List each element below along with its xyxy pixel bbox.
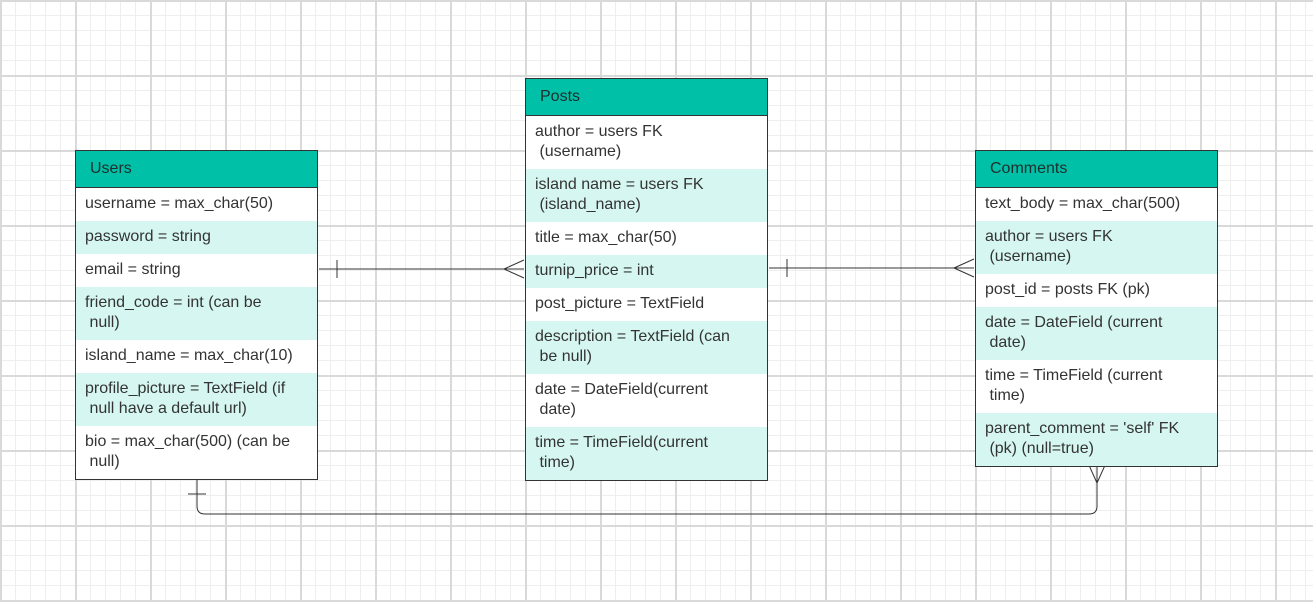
- users-entity-title: Users: [76, 151, 317, 188]
- posts-entity-title: Posts: [526, 79, 767, 116]
- users-field-friend-code: friend_code = int (can be null): [76, 287, 317, 340]
- comments-field-post-id: post_id = posts FK (pk): [985, 281, 1150, 298]
- posts-field-title: title = max_char(50): [535, 229, 677, 246]
- users-field-password: password = string: [76, 221, 317, 254]
- users-entity[interactable]: Users username = max_char(50) password =…: [75, 150, 318, 480]
- users-field-island-name: island_name = max_char(10): [85, 347, 293, 364]
- posts-entity[interactable]: Posts author = users FK (username) islan…: [525, 78, 768, 481]
- users-field-username: username = max_char(50): [85, 195, 274, 212]
- connector-users-posts: [319, 259, 525, 279]
- comments-entity[interactable]: Comments text_body = max_char(500) autho…: [975, 150, 1218, 467]
- users-field-email: email = string: [85, 261, 181, 278]
- connector-posts-comments: [769, 258, 975, 278]
- posts-field-date: date = DateField(current date): [535, 381, 708, 418]
- posts-field-description: description = TextField (can be null): [526, 321, 767, 374]
- comments-field-author: author = users FK (username): [976, 221, 1217, 274]
- comments-field-parent-comment: parent_comment = 'self' FK (pk) (null=tr…: [976, 413, 1217, 466]
- users-field-profile-picture: profile_picture = TextField (if null hav…: [76, 373, 317, 426]
- posts-field-post-picture: post_picture = TextField: [535, 295, 705, 312]
- posts-field-turnip-price: turnip_price = int: [526, 255, 767, 288]
- posts-field-island-name: island name = users FK (island_name): [526, 169, 767, 222]
- comments-field-text-body: text_body = max_char(500): [985, 195, 1181, 212]
- users-field-bio: bio = max_char(500) (can be null): [85, 433, 290, 470]
- posts-field-author: author = users FK (username): [535, 123, 663, 160]
- comments-field-date: date = DateField (current date): [976, 307, 1217, 360]
- comments-entity-title: Comments: [976, 151, 1217, 188]
- comments-field-time: time = TimeField (current time): [985, 367, 1163, 404]
- posts-field-time: time = TimeField(current time): [526, 427, 767, 480]
